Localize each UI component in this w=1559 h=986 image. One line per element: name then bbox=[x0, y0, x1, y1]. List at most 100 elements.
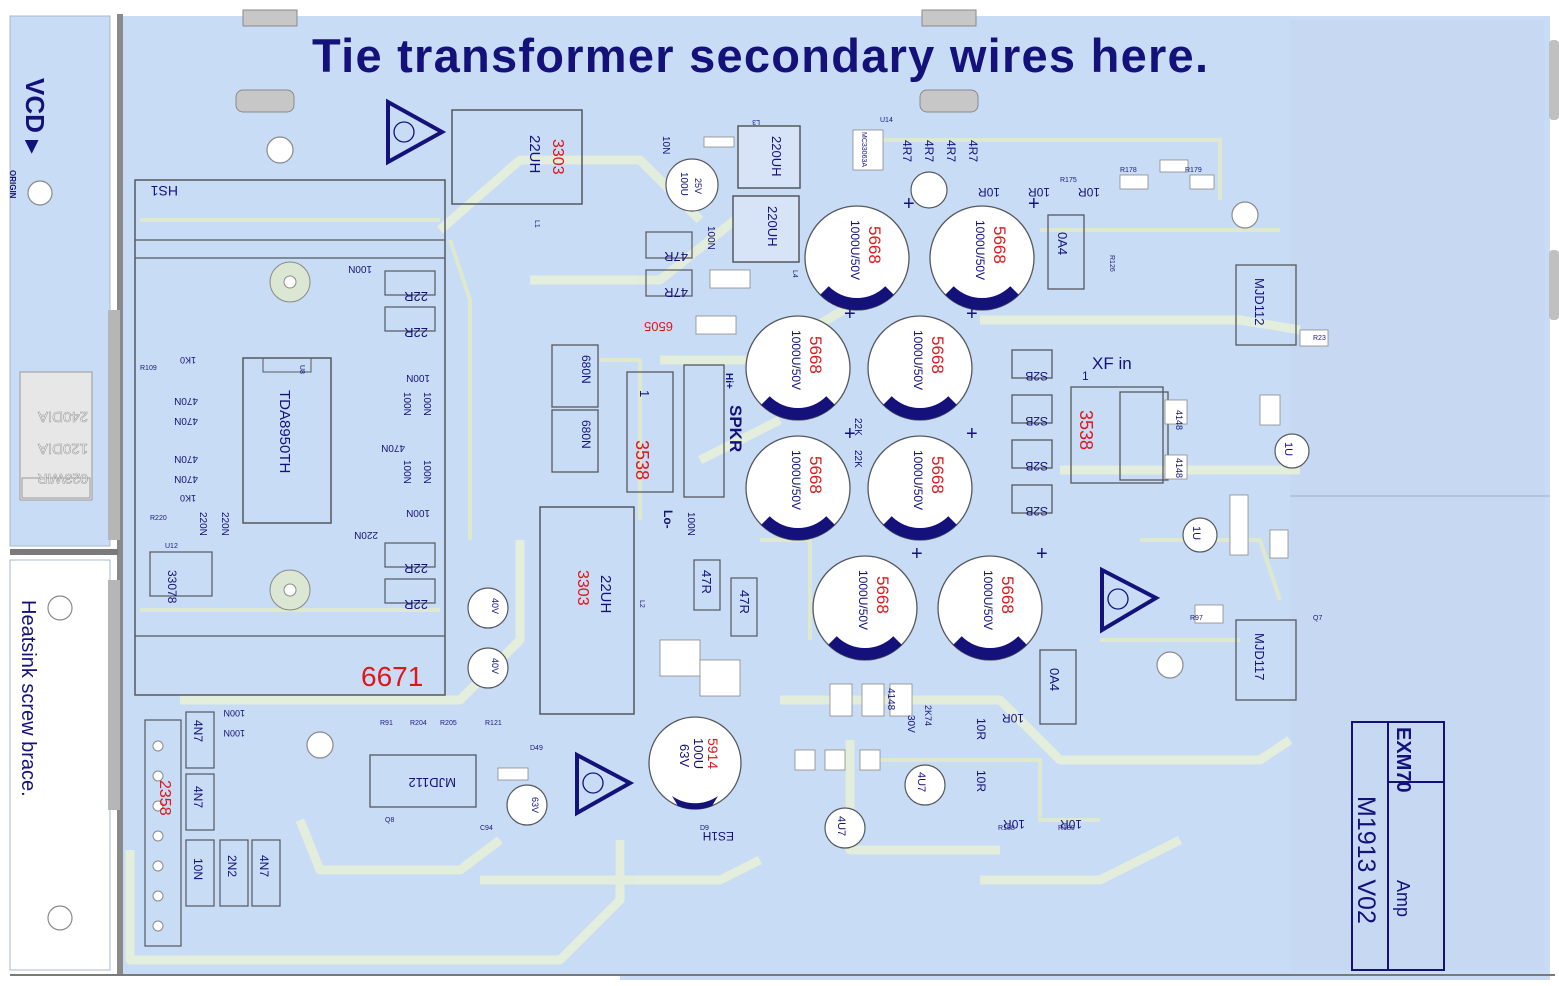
c470n-e: 470N bbox=[381, 442, 405, 453]
c470n-b: 470N bbox=[174, 415, 198, 426]
capacitor-code: 5668 bbox=[873, 576, 892, 614]
right-rail-top bbox=[1549, 40, 1559, 120]
model-box bbox=[1351, 721, 1445, 971]
inductor-l4 bbox=[732, 195, 800, 263]
capacitor-value: 1000U/50V bbox=[981, 570, 995, 630]
small-caps bbox=[467, 158, 1310, 849]
d-s2b-3: S2B bbox=[1025, 459, 1048, 473]
svg-text:C94: C94 bbox=[480, 825, 493, 832]
c220n-a: 220N bbox=[197, 512, 208, 536]
r22-2: 22R bbox=[404, 325, 428, 340]
r22-4: 22R bbox=[404, 597, 428, 612]
svg-text:R97: R97 bbox=[1190, 615, 1203, 622]
capacitor-value: 1000U/50V bbox=[848, 220, 862, 280]
svg-text:L2: L2 bbox=[638, 600, 645, 608]
c100n-c: 100N bbox=[421, 392, 432, 416]
capacitor-code: 5668 bbox=[990, 226, 1009, 264]
c220n-b: 220N bbox=[219, 512, 230, 536]
heatsink-screw bbox=[283, 275, 297, 289]
r10r-g: 10R bbox=[1003, 817, 1025, 831]
left-panel-rail-2 bbox=[108, 580, 120, 810]
voltage-terminal bbox=[21, 477, 91, 499]
capacitor-plus-icon: + bbox=[1028, 193, 1040, 215]
heatsink-hs1 bbox=[134, 179, 446, 696]
inductor-l2 bbox=[539, 506, 635, 715]
c4u7-a: 4U7 bbox=[835, 816, 847, 836]
svg-text:R121: R121 bbox=[485, 720, 502, 727]
r4r7-d: 4R7 bbox=[966, 140, 980, 162]
svg-text:R109: R109 bbox=[140, 365, 157, 372]
vcd-arrow-icon: ▶ bbox=[23, 140, 43, 154]
d-s2b-4: S2B bbox=[1025, 504, 1048, 518]
slot-right bbox=[919, 89, 979, 113]
xf-in-label: XF in bbox=[1092, 354, 1132, 373]
ic-u14-label: MC33063A bbox=[860, 132, 867, 167]
r241-value: 47R bbox=[699, 570, 714, 594]
cap-array-left bbox=[144, 711, 281, 947]
svg-text:L4: L4 bbox=[791, 270, 798, 278]
heatsink-note: Heatsink screw brace. bbox=[17, 600, 39, 797]
svg-text:Q8: Q8 bbox=[385, 817, 394, 824]
capacitor-plus-icon: + bbox=[903, 193, 915, 215]
fuse-0a4 bbox=[1047, 214, 1085, 290]
inductor-l3 bbox=[737, 125, 801, 189]
resistors-47r bbox=[645, 231, 758, 637]
c134-40v: 40V bbox=[490, 598, 500, 614]
spkr-connector bbox=[626, 371, 674, 493]
svg-text:R175: R175 bbox=[1060, 177, 1077, 184]
c1u-b: 1U bbox=[1282, 442, 1294, 456]
r10r-c: 10R bbox=[1078, 185, 1100, 199]
capacitor-polarity-band bbox=[761, 396, 835, 420]
code-c90: 5914 bbox=[705, 738, 721, 769]
c100n-e: 100N bbox=[421, 460, 432, 484]
code-l2: 3303 bbox=[574, 570, 591, 606]
mounting-holes bbox=[27, 136, 1259, 931]
cap-c90-band bbox=[672, 796, 718, 810]
r-2k74: 2K74 bbox=[923, 705, 933, 726]
svg-text:R179: R179 bbox=[1185, 167, 1202, 174]
spkr-pin-label: 1 bbox=[637, 390, 652, 397]
fuse-label-2: 0A4 bbox=[1047, 668, 1062, 691]
c100n-a: 100N bbox=[348, 263, 372, 274]
r-1k0-b: 1K0 bbox=[180, 493, 196, 503]
vcd-label: VCD bbox=[20, 78, 50, 133]
c4n7-c: 4N7 bbox=[257, 855, 271, 877]
mjd117-label: MJD117 bbox=[1252, 633, 1267, 680]
capacitor-polarity-band bbox=[953, 636, 1027, 660]
top-tab-right bbox=[921, 9, 977, 27]
voltage-label-023: 023WIR bbox=[37, 471, 88, 487]
r4r7-b: 4R7 bbox=[922, 140, 936, 162]
capacitor-polarity-band bbox=[828, 636, 902, 660]
l2-value: 22UH bbox=[597, 575, 614, 613]
c90-100u: 100U bbox=[691, 738, 706, 769]
ic-u12 bbox=[149, 551, 213, 597]
svg-text:R220: R220 bbox=[150, 515, 167, 522]
c100n-f: 100N bbox=[401, 460, 412, 484]
svg-text:L3: L3 bbox=[752, 118, 760, 125]
xf-connector bbox=[1070, 386, 1164, 484]
inductor-l1 bbox=[451, 109, 583, 205]
c115-25v: 25V bbox=[693, 178, 703, 194]
diode-4148-a: 4148 bbox=[885, 688, 896, 711]
spkr-terminal bbox=[683, 364, 725, 498]
c90-63v: 63V bbox=[677, 744, 692, 767]
c100n-j: 100N bbox=[223, 708, 245, 718]
svg-text:R189: R189 bbox=[1058, 825, 1075, 832]
diode-4148-c: 4148 bbox=[1174, 458, 1184, 478]
c100n-k: 100N bbox=[223, 728, 245, 738]
capacitor-polarity-band bbox=[761, 516, 835, 540]
capacitor-value: 1000U/50V bbox=[789, 450, 803, 510]
smd-pads bbox=[497, 129, 1329, 781]
c1u-a: 1U bbox=[1190, 526, 1202, 540]
hi-label: Hi+ bbox=[723, 373, 734, 389]
r99-value: 47R bbox=[664, 285, 688, 300]
zener-30v: 30V bbox=[905, 715, 916, 733]
svg-text:L1: L1 bbox=[533, 220, 540, 228]
voltage-label-240: 240DIA bbox=[38, 408, 88, 425]
c100n-b: 100N bbox=[406, 372, 430, 383]
d-es1h: ES1H bbox=[703, 829, 734, 843]
capacitor-polarity-band bbox=[820, 286, 894, 310]
